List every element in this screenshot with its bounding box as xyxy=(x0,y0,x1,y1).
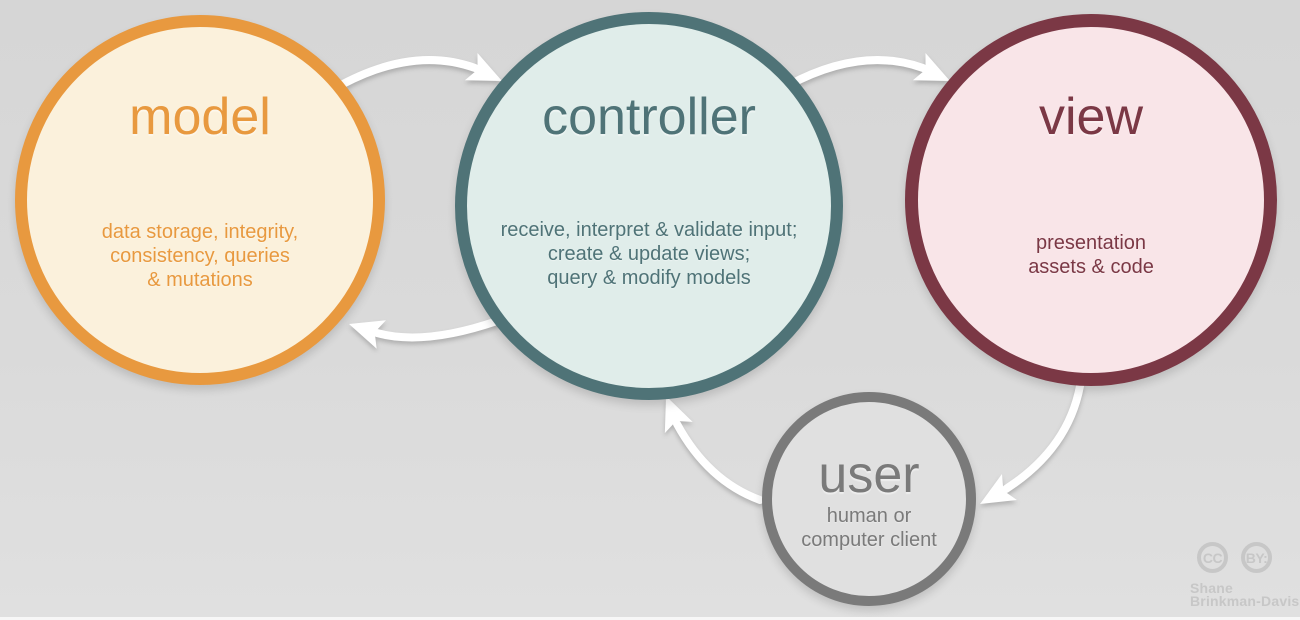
by-icon: BY: xyxy=(1241,542,1272,573)
arrow-shaft xyxy=(1002,382,1084,493)
arrow-shaft xyxy=(373,317,501,342)
author-name: Shane Brinkman-Davis xyxy=(1190,580,1300,609)
arrowhead-icon xyxy=(980,474,1017,504)
arrow-view-to-user xyxy=(980,382,1084,504)
node-model: model data storage, integrity, consisten… xyxy=(15,15,385,385)
arrow-controller-to-view xyxy=(785,53,950,89)
node-user-description: human or computer client xyxy=(801,505,937,551)
arrowhead-icon xyxy=(912,53,950,81)
arrow-shaft xyxy=(337,56,479,89)
arrowhead-icon xyxy=(664,396,693,434)
node-user-title: user xyxy=(818,446,920,504)
bottom-edge-highlight xyxy=(0,617,1300,620)
node-controller-description: receive, interpret & validate input; cre… xyxy=(500,219,798,289)
node-model-description: data storage, integrity, consistency, qu… xyxy=(101,221,299,291)
node-controller: controller receive, interpret & validate… xyxy=(455,12,843,400)
node-controller-title: controller xyxy=(542,88,756,146)
node-user: user human or computer client xyxy=(762,392,976,606)
cc-icon: CC xyxy=(1197,542,1228,573)
arrow-shaft xyxy=(785,56,927,89)
arrowhead-icon xyxy=(464,53,502,81)
arrow-shaft xyxy=(673,420,764,504)
node-view-description: presentation assets & code xyxy=(1028,232,1154,278)
arrow-user-to-controller xyxy=(664,396,764,504)
node-view: view presentation assets & code xyxy=(905,14,1277,386)
attribution: CC BY: Shane Brinkman-Davis xyxy=(1190,542,1299,608)
arrow-controller-to-model xyxy=(349,317,501,349)
node-view-title: view xyxy=(1038,88,1144,146)
arrowhead-icon xyxy=(349,320,386,349)
arrow-model-to-controller xyxy=(337,53,502,89)
node-model-title: model xyxy=(129,88,271,146)
license-badges: CC BY: xyxy=(1197,542,1299,573)
